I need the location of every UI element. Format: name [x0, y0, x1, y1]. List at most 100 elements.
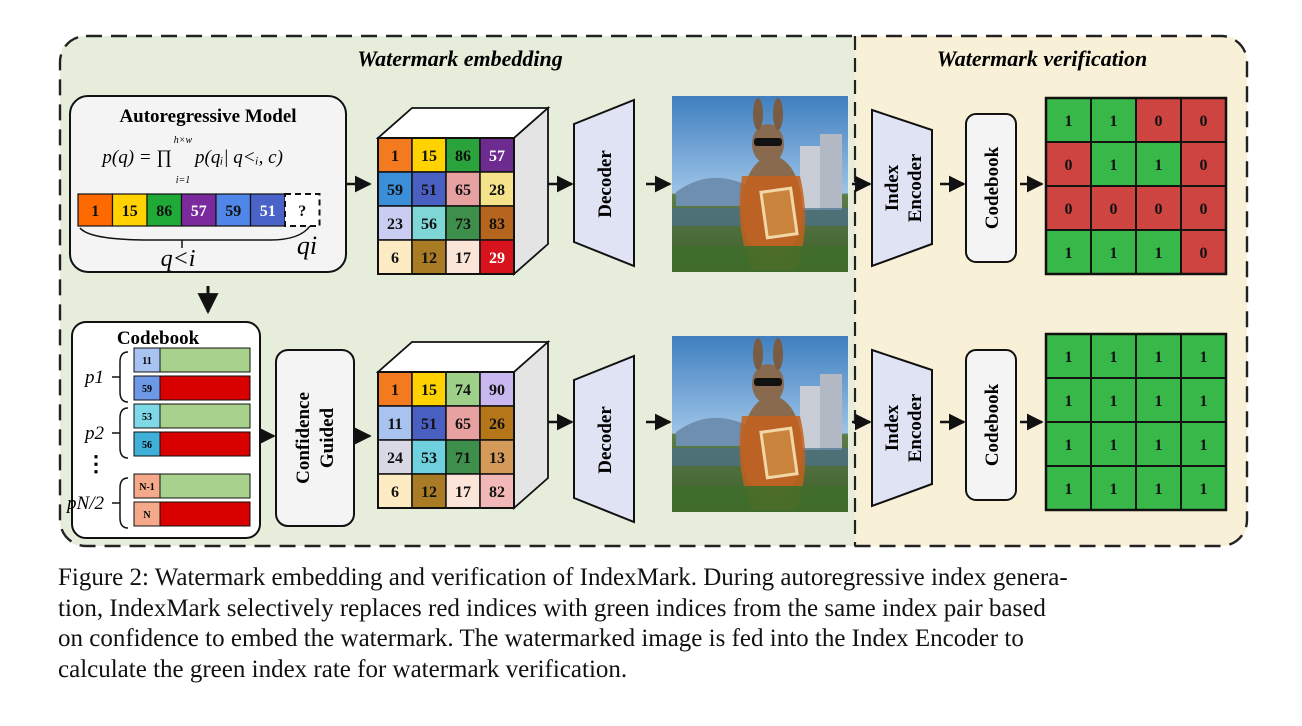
verification-value: 1: [1110, 157, 1118, 174]
verification-value: 1: [1200, 393, 1208, 410]
pair-green-index-box: [133, 347, 161, 373]
verification-cell: [1090, 377, 1137, 423]
cube-cell-value: 65: [455, 182, 471, 199]
red-bar: [159, 501, 251, 527]
sequence-value: 15: [122, 203, 138, 220]
cube-cell-value: 82: [489, 484, 505, 501]
sunglasses: [754, 378, 782, 386]
cube-cell-value: 51: [421, 416, 437, 433]
grass: [672, 246, 848, 272]
cube-cell-value: 29: [489, 250, 505, 267]
outer-dashed-border: [58, 34, 1249, 548]
cube-cell: [445, 205, 481, 241]
building-curve: [676, 177, 752, 206]
cube-cell-value: 1: [391, 148, 399, 165]
pair-green-index-box: [133, 473, 161, 499]
red-bar: [159, 375, 251, 401]
cube-cell: [411, 439, 447, 475]
grid-border: [1044, 332, 1228, 512]
verification-value: 1: [1065, 113, 1073, 130]
verification-value: 1: [1065, 437, 1073, 454]
verification-value: 0: [1065, 157, 1073, 174]
verification-value: 1: [1110, 481, 1118, 498]
verification-value: 0: [1200, 113, 1208, 130]
decoder-top: Decoder: [573, 98, 635, 268]
cube-cell-value: 12: [421, 484, 437, 501]
cube-cell: [377, 171, 413, 207]
cube-cell-value: 13: [489, 450, 505, 467]
sequence-cell: [249, 193, 286, 227]
verification-value: 1: [1065, 349, 1073, 366]
index-encoder-bottom: Index Encoder: [871, 348, 933, 508]
cube-cell-value: 6: [391, 250, 399, 267]
cube-cell-value: 17: [455, 484, 471, 501]
kangaroo-ear: [753, 338, 763, 370]
ellipsis: ⋮: [85, 451, 107, 476]
prod-upper: h×w: [174, 135, 193, 146]
verification-value: 1: [1200, 349, 1208, 366]
sequence-value: 1: [91, 203, 99, 220]
pair-red-index-box: [133, 431, 161, 457]
current-label: qi: [297, 231, 317, 260]
index-encoder-top: Index Encoder: [871, 108, 933, 268]
verification-value: 1: [1155, 437, 1163, 454]
codebook-panel-title: Codebook: [117, 328, 200, 349]
building-curve: [676, 417, 752, 446]
cube-cell: [377, 137, 413, 173]
verification-value: 1: [1155, 157, 1163, 174]
held-card: [759, 426, 799, 480]
verification-cell: [1180, 185, 1227, 231]
verification-value: 1: [1155, 349, 1163, 366]
cube-cell-value: 1: [391, 382, 399, 399]
verification-value: 0: [1065, 201, 1073, 218]
cube-cell-value: 12: [421, 250, 437, 267]
verification-value: 1: [1155, 393, 1163, 410]
autoregressive-model-panel: Autoregressive Model p(q) = ∏ h×w i=1 p(…: [69, 95, 347, 273]
verification-value: 1: [1155, 481, 1163, 498]
cube-cell: [445, 405, 481, 441]
cube-cell-value: 65: [455, 416, 471, 433]
verification-value: 0: [1155, 113, 1163, 130]
cube-cell-value: 11: [387, 416, 402, 433]
held-card: [759, 186, 799, 240]
cube-cell-value: 73: [455, 216, 471, 233]
verification-value: 1: [1200, 437, 1208, 454]
cube-side-face: [513, 340, 549, 510]
verification-value: 1: [1110, 437, 1118, 454]
prefix-label: q<i: [161, 246, 196, 272]
cube-cell-value: 53: [421, 450, 437, 467]
pair-green-index: N-1: [139, 482, 155, 493]
embedding-title: Watermark embedding: [357, 46, 563, 71]
sequence-cell: [146, 193, 183, 227]
codebook-block-bottom-label: Codebook: [982, 383, 1003, 466]
verification-value: 1: [1065, 393, 1073, 410]
cube-cell-value: 51: [421, 182, 437, 199]
figure-diagram: Watermark embedding Watermark verificati…: [58, 34, 1249, 548]
cube-cell-value: 74: [455, 382, 471, 399]
verification-value: 1: [1110, 349, 1118, 366]
confidence-guided-block: Confidence Guided: [275, 349, 355, 527]
kangaroo-ear: [753, 98, 763, 130]
verification-value: 0: [1200, 245, 1208, 262]
verification-value: 0: [1155, 201, 1163, 218]
flow-arrows: [258, 175, 1044, 445]
sequence-cell: [215, 193, 252, 227]
decoder-top-label: Decoder: [595, 150, 616, 218]
sequence-value: 86: [156, 203, 172, 220]
sequence-cell: [180, 193, 217, 227]
verification-value: 1: [1110, 113, 1118, 130]
grass: [672, 486, 848, 512]
cube-cell: [377, 439, 413, 475]
verification-value: 1: [1155, 245, 1163, 262]
sequence-cell: [284, 193, 321, 227]
generated-image-top: [672, 96, 848, 272]
verification-value: 1: [1065, 245, 1073, 262]
building: [820, 134, 842, 210]
cube-cell-value: 57: [489, 148, 505, 165]
figure-caption: Figure 2: Watermark embedding and verifi…: [58, 563, 1248, 685]
